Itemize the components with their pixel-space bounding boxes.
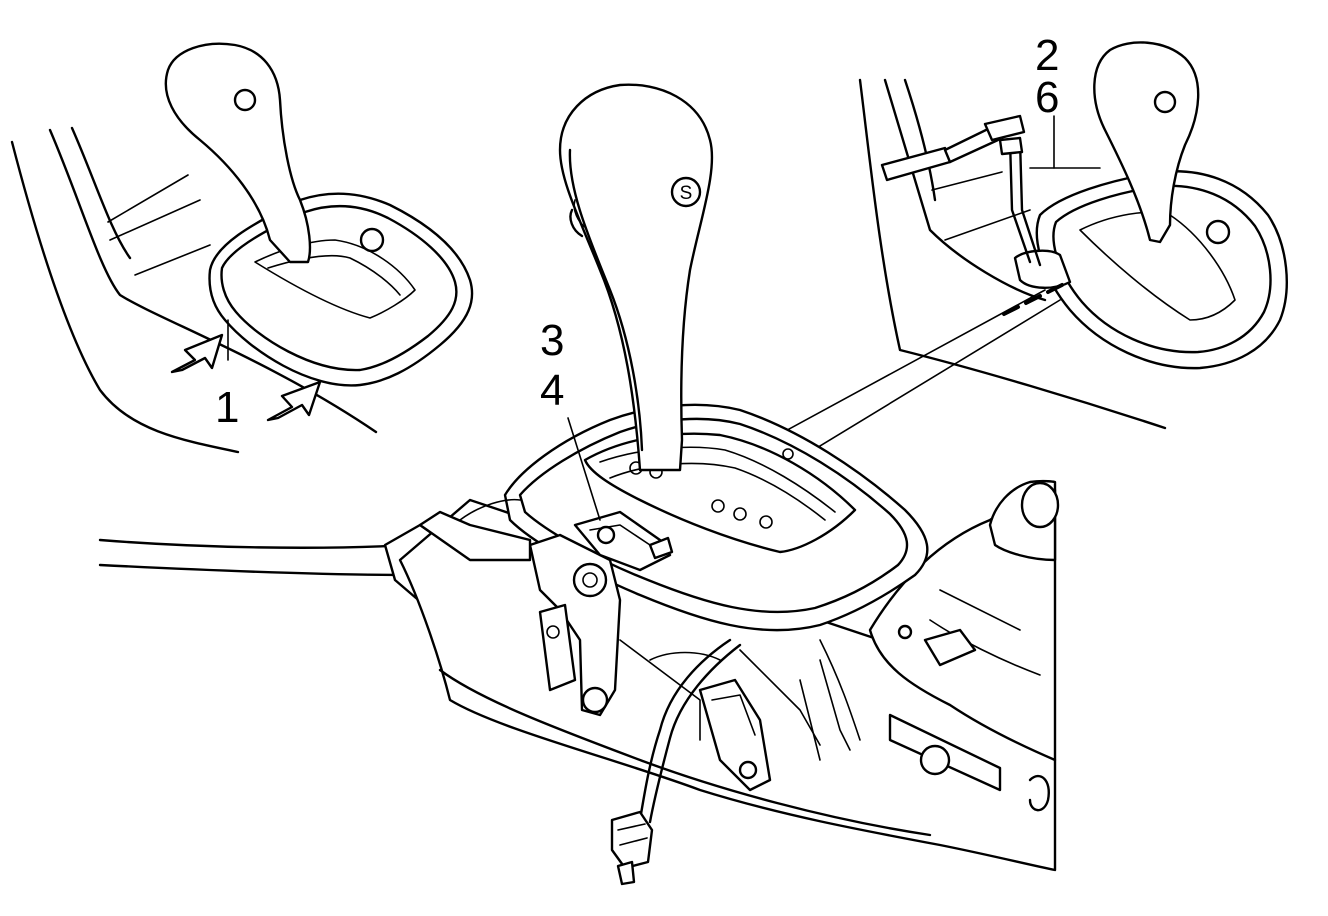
- transmission-body: [868, 488, 1057, 762]
- left-console-line-c: [134, 244, 211, 276]
- left-console-line-b: [109, 199, 201, 241]
- shift-lock-wire-a: [638, 638, 732, 822]
- callout-4: 4: [540, 366, 564, 415]
- lock-clip-tab: [648, 536, 674, 560]
- housing-rib-a: [619, 639, 701, 741]
- main-lever-s-button: [670, 176, 702, 208]
- detent-pivot: [572, 562, 608, 598]
- left-shift-bezel: [208, 192, 474, 387]
- side-plate-hole: [546, 625, 560, 639]
- shift-cable-upper: [98, 538, 412, 549]
- main-lever-s-mark: S: [680, 183, 693, 204]
- housing-rib-c: [649, 651, 721, 661]
- housing-rib-d: [819, 639, 861, 741]
- shift-lock-wire-b: [648, 643, 742, 824]
- transmission-step-b: [929, 619, 1041, 676]
- callout-1: 1: [215, 383, 239, 432]
- callout-3: 3: [540, 316, 564, 365]
- transmission-tab: [923, 628, 977, 667]
- right-lever-button: [1153, 90, 1177, 114]
- detent-lower-bolt: [581, 686, 609, 714]
- pin-tool-wire-b: [1018, 138, 1042, 267]
- left-console-edge: [48, 128, 378, 434]
- main-lever-button-stem: [569, 208, 584, 238]
- left-gate-slot: [254, 239, 416, 319]
- gate-symbol-e: [759, 515, 773, 529]
- right-console-line-b: [944, 209, 1031, 241]
- lock-clip-pin: [596, 525, 616, 545]
- side-plate: [538, 603, 577, 692]
- transmission-loop: [1028, 774, 1050, 812]
- callout-3-4-leader: [567, 417, 601, 521]
- right-console-edge-b: [903, 78, 937, 202]
- left-clip-arrow-2: [266, 380, 322, 422]
- transmission-boot-top: [1020, 481, 1060, 529]
- pointer-dash: [1002, 283, 1064, 316]
- shift-lock-connector-detail: [617, 823, 648, 846]
- callout-2: 2: [1035, 31, 1059, 80]
- right-bezel-screw: [1205, 219, 1231, 245]
- housing-support: [799, 659, 851, 761]
- left-inset-view: 1: [10, 42, 474, 454]
- transmission-plug: [919, 744, 951, 776]
- pin-tool-handle: [880, 146, 952, 182]
- gate-symbol-f: [782, 448, 794, 460]
- main-lever-groove: [573, 199, 587, 229]
- right-shift-lever: [1093, 41, 1200, 244]
- pin-tool-wire: [1008, 138, 1032, 264]
- pin-tool-end: [998, 136, 1024, 156]
- right-console-line-a: [931, 171, 1003, 191]
- housing-flange: [438, 668, 932, 837]
- left-console-line-a: [107, 174, 189, 223]
- gate-symbol-c: [711, 499, 725, 513]
- right-console-outline: [858, 78, 1167, 430]
- transmission-step-a: [939, 589, 1021, 631]
- pin-tool-tip: [983, 114, 1026, 142]
- mounting-bracket: [418, 510, 532, 562]
- shift-lock-connector: [610, 810, 654, 870]
- detent-pivot-inner: [582, 572, 598, 588]
- left-clip-arrow-1: [170, 333, 224, 374]
- solenoid-detail: [711, 694, 756, 736]
- left-console-inner: [70, 126, 132, 260]
- main-shift-lever: [558, 83, 714, 472]
- transmission-bolt-a: [897, 624, 913, 640]
- main-lever-edge: [568, 148, 644, 452]
- shift-cable-lower: [98, 563, 412, 577]
- callout-6: 6: [1035, 73, 1059, 122]
- right-release-slot: [1013, 249, 1072, 289]
- solenoid-bolt: [738, 760, 758, 780]
- gate-symbol-d: [733, 507, 747, 521]
- pin-tool-shaft: [943, 126, 1000, 164]
- shift-lock-connector-tip: [616, 860, 636, 886]
- main-shifter-assembly: S 3 4: [98, 83, 1060, 886]
- left-shift-lever: [164, 42, 312, 264]
- lock-clip: [573, 510, 672, 572]
- right-console-edge: [883, 78, 1047, 302]
- left-bezel-screw: [359, 227, 385, 253]
- mounting-bracket-line: [459, 498, 521, 521]
- left-lever-button: [233, 88, 257, 112]
- right-inset-view: 2 6: [858, 31, 1288, 430]
- left-console-outline: [10, 140, 240, 454]
